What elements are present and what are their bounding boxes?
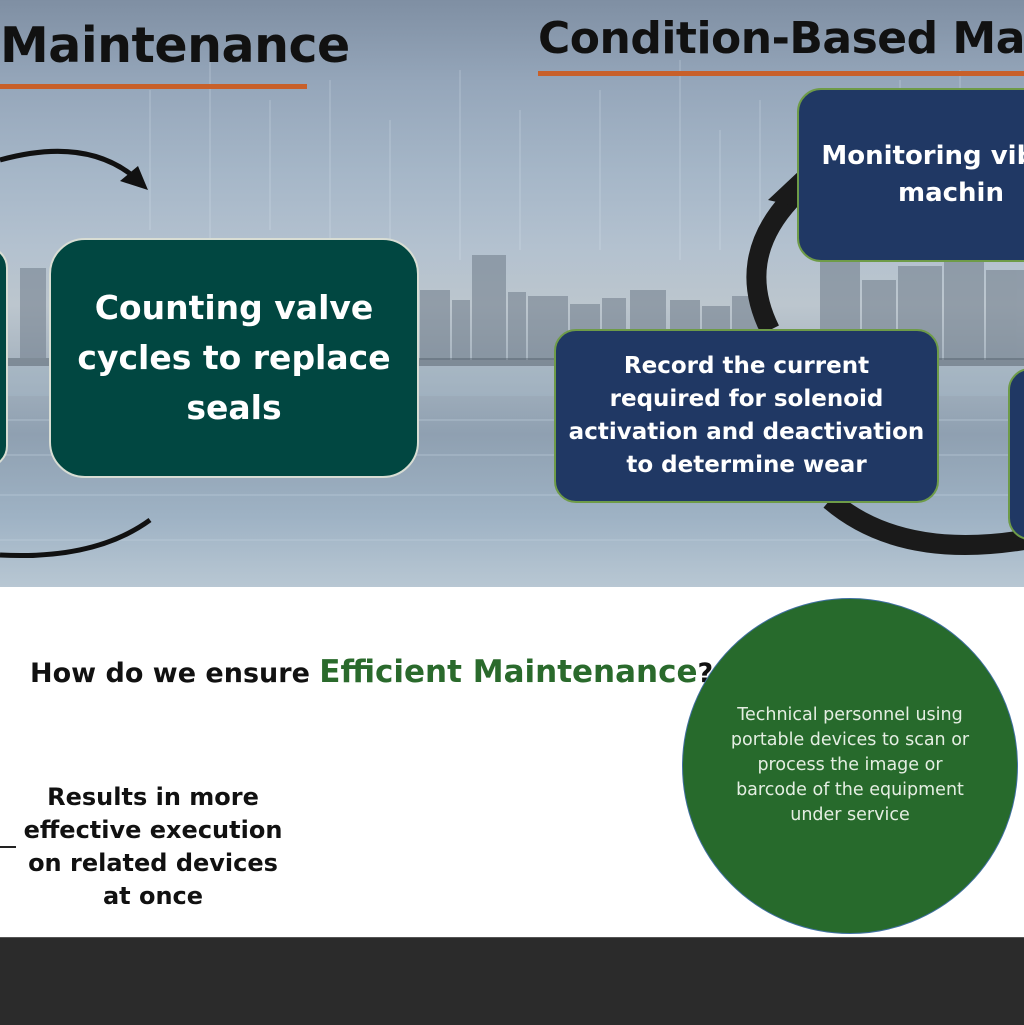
bottom-curved-arrow-icon <box>0 517 152 559</box>
right-heading-underline <box>538 71 1024 76</box>
arrowhead-icon <box>120 166 148 190</box>
partial-green-box <box>0 246 8 468</box>
partial-blue-box <box>1008 368 1024 540</box>
left-heading-underline <box>0 84 307 89</box>
question-heading: How do we ensure Efficient Maintenance? <box>30 652 713 694</box>
right-section-heading: Condition-Based Main <box>538 13 1024 64</box>
technical-personnel-circle: Technical personnel using portable devic… <box>682 598 1018 934</box>
circular-cycle-arrow-icon <box>746 193 798 335</box>
question-highlight: Efficient Maintenance <box>319 654 698 690</box>
city-background-panel: Maintenance Condition-Based Main Countin… <box>0 0 1024 587</box>
connector-dash <box>0 846 16 848</box>
bottom-dark-band <box>0 937 1024 1025</box>
monitoring-box: Monitoring vib on machin <box>797 88 1024 262</box>
circle-text: Technical personnel using portable devic… <box>730 705 970 825</box>
counting-valve-box: Counting valve cycles to replace seals <box>49 238 419 478</box>
results-text: Results in more effective execution on r… <box>23 783 283 910</box>
question-prefix: How do we ensure <box>30 658 320 689</box>
left-section-heading: Maintenance <box>0 17 350 74</box>
top-curved-arrow-icon <box>0 148 142 184</box>
record-current-box: Record the current required for solenoid… <box>554 329 939 503</box>
